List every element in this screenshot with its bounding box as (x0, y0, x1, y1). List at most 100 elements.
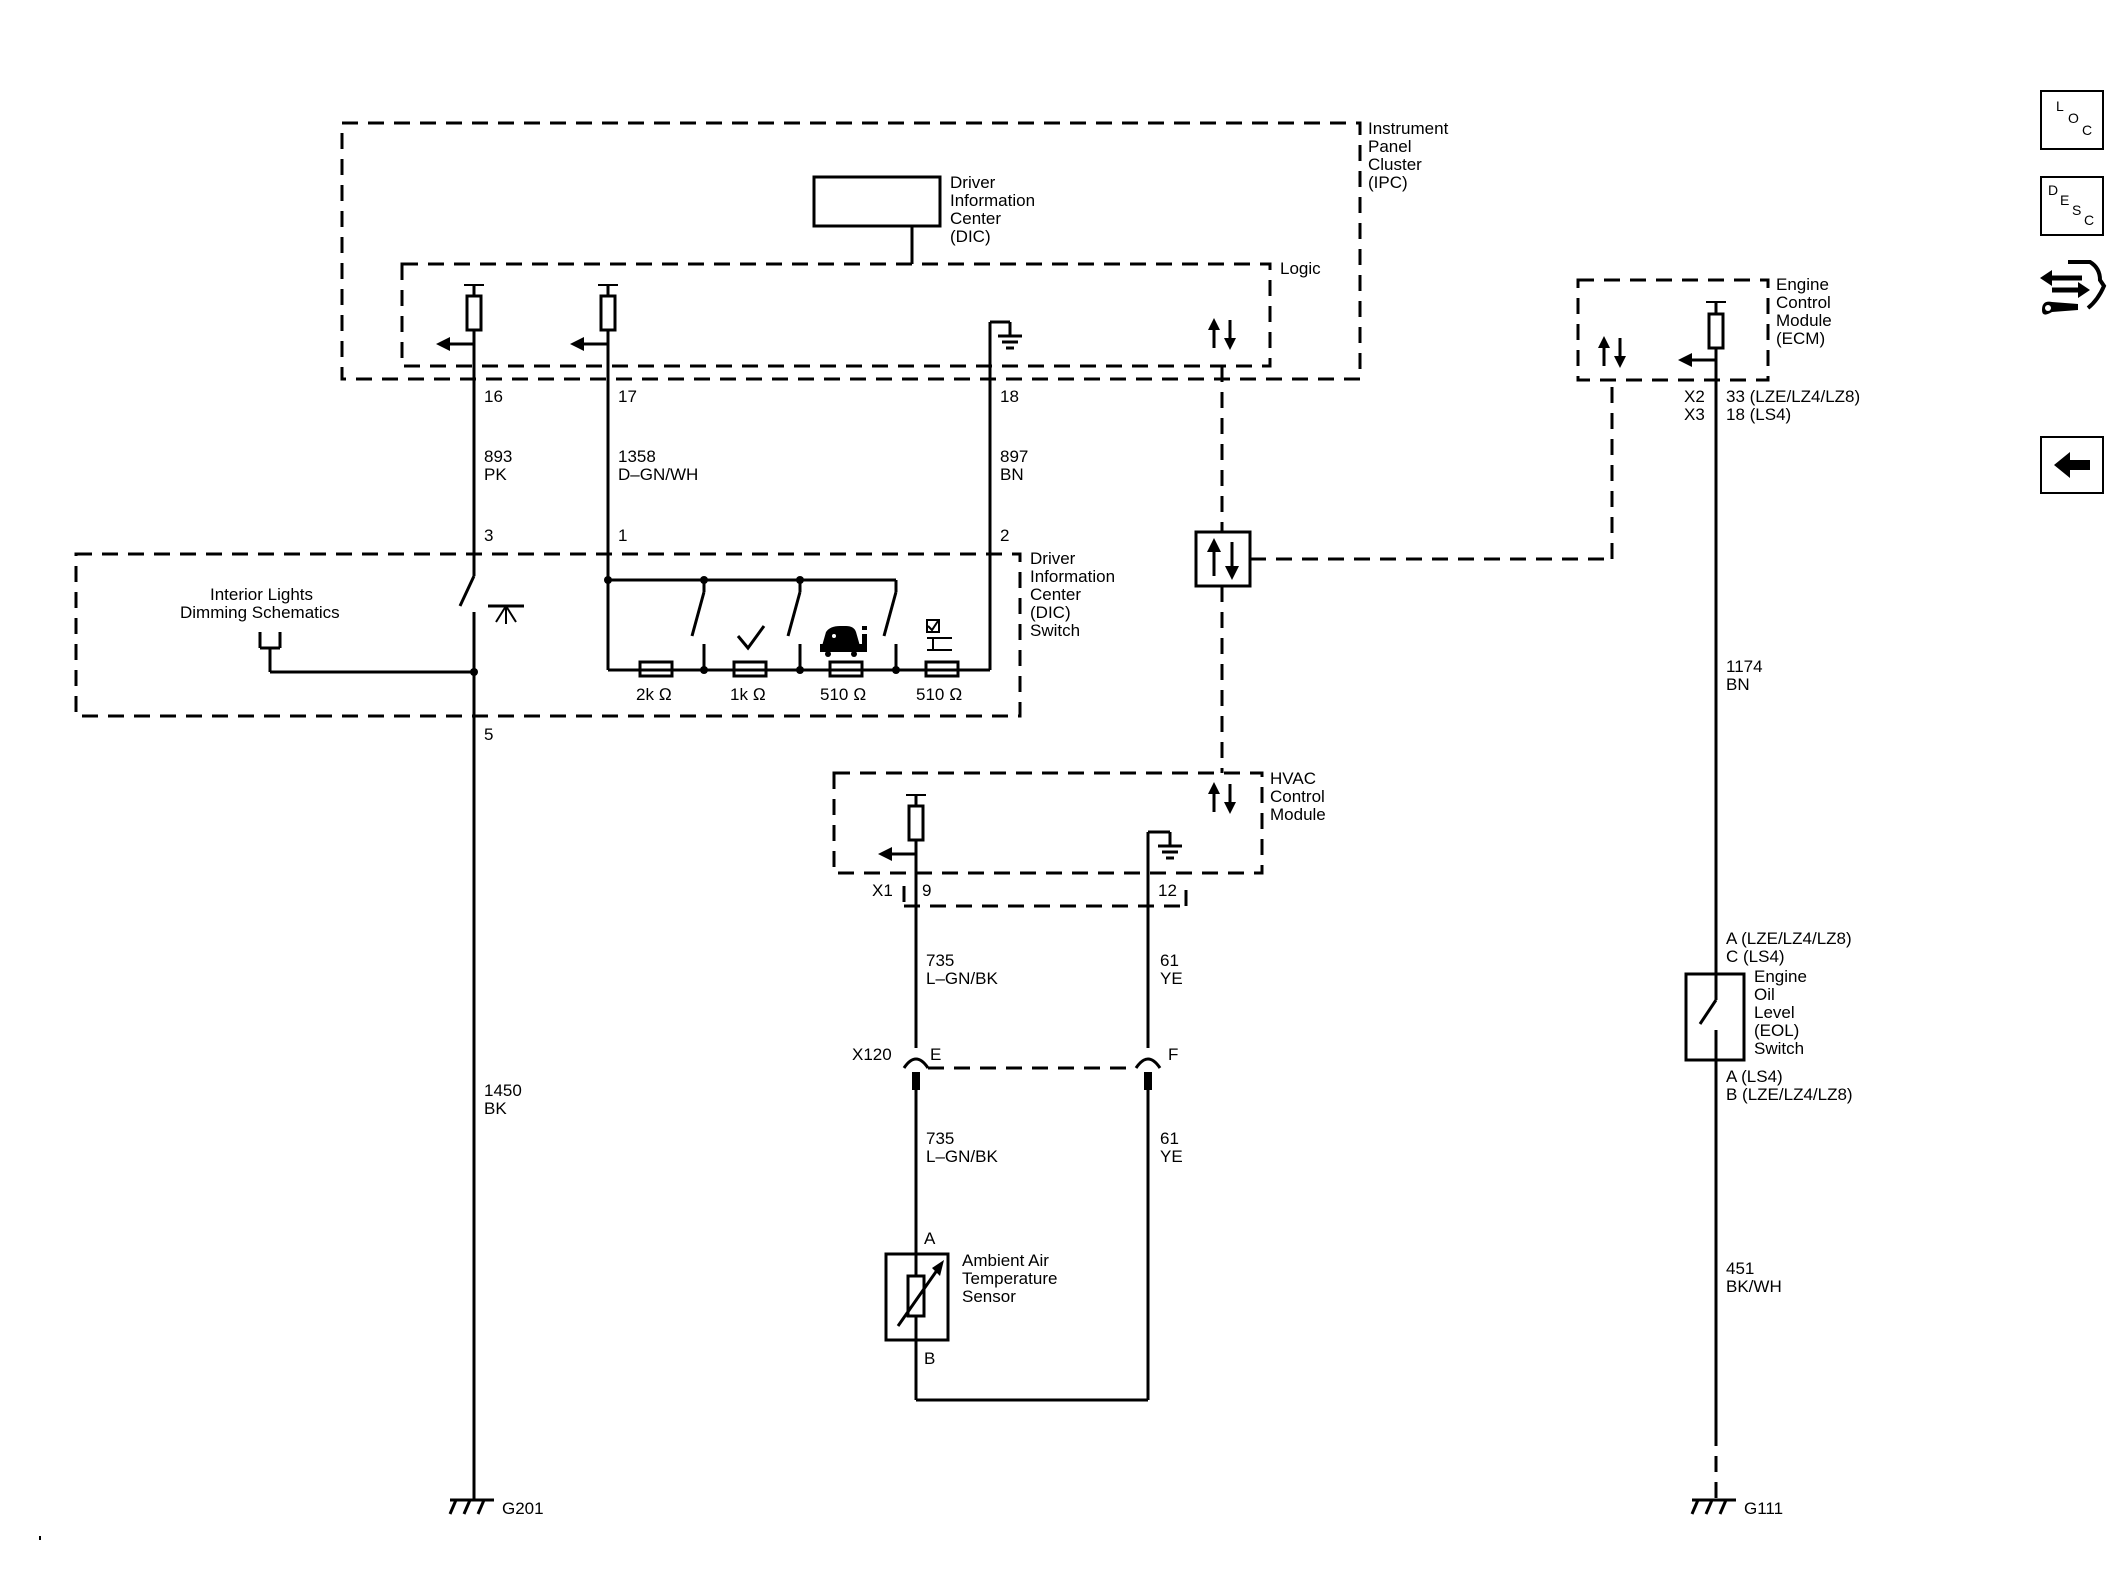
hvac-label-1: HVAC (1270, 769, 1316, 788)
wire-451-color: BK/WH (1726, 1277, 1782, 1296)
eol-label-5: Switch (1754, 1039, 1804, 1058)
ipc-pullup-16 (436, 284, 484, 351)
dic-switch-label-4: (DIC) (1030, 603, 1071, 622)
wire-1358-color: D–GN/WH (618, 465, 698, 484)
wire-897-circuit: 897 (1000, 447, 1028, 466)
desc-letter-1: D (2048, 182, 2059, 198)
ecm-label-1: Engine (1776, 275, 1829, 294)
pin-17: 17 (618, 387, 637, 406)
hvac-label-3: Module (1270, 805, 1326, 824)
eol-label-1: Engine (1754, 967, 1807, 986)
ambient-label-3: Sensor (962, 1287, 1016, 1306)
eol-label-2: Oil (1754, 985, 1775, 1004)
ipc-label-3: Cluster (1368, 155, 1422, 174)
pin-16: 16 (484, 387, 503, 406)
wire-893-color: PK (484, 465, 507, 484)
wire-893-circuit: 893 (484, 447, 512, 466)
loc-letter-3: C (2082, 122, 2093, 138)
desc-letter-3: S (2072, 202, 2082, 218)
dic-switch-label-3: Center (1030, 585, 1081, 604)
eol-pin-bot-1: A (LS4) (1726, 1067, 1783, 1086)
eol-label-3: Level (1754, 1003, 1795, 1022)
ground-g201-icon (448, 1498, 494, 1515)
resistor-2-value: 1k Ω (730, 685, 766, 704)
wire-451-circuit: 451 (1726, 1259, 1754, 1278)
sensor-pin-b: B (924, 1349, 935, 1368)
x120-pin-e: E (930, 1045, 941, 1064)
ecm-serial-data-icon (1598, 336, 1626, 368)
dic-display-box (812, 175, 942, 228)
ecm-label-2: Control (1776, 293, 1831, 312)
x120-label: X120 (852, 1045, 892, 1064)
serial-data-gateway-icon (1194, 530, 1252, 588)
x120-connector (902, 1057, 1162, 1090)
pin-2: 2 (1000, 526, 1009, 545)
resistor-1-value: 2k Ω (636, 685, 672, 704)
wire-1450-circuit: 1450 (484, 1081, 522, 1100)
ipc-label-1: Instrument (1368, 119, 1449, 138)
back-button[interactable] (2040, 436, 2104, 494)
wire-1358-circuit: 1358 (618, 447, 656, 466)
ground-g111-icon (1690, 1498, 1736, 1515)
wire-1450-color: BK (484, 1099, 507, 1118)
dic-label-4: (DIC) (950, 227, 991, 246)
wire-61-color-a: YE (1160, 969, 1183, 988)
eol-pin-top-1: A (LZE/LZ4/LZ8) (1726, 929, 1852, 948)
ecm-label-3: Module (1776, 311, 1832, 330)
logic-boundary (400, 262, 1272, 368)
eol-pin-top-2: C (LS4) (1726, 947, 1785, 966)
wire-1174-color: BN (1726, 675, 1750, 694)
loc-letter-2: O (2068, 110, 2079, 126)
desc-letter-4: C (2084, 212, 2095, 228)
pin-5: 5 (484, 725, 493, 744)
interior-lights-label-2: Dimming Schematics (180, 603, 340, 622)
ambient-temp-sensor (884, 1252, 950, 1342)
ipc-ground-18 (990, 320, 1022, 350)
wire-735-color-b: L–GN/BK (926, 1147, 998, 1166)
hvac-conn-x1: X1 (872, 881, 893, 900)
hvac-pin-9: 9 (922, 881, 931, 900)
resistor-3-value: 510 Ω (820, 685, 866, 704)
location-button[interactable]: L O C (2040, 90, 2104, 150)
eol-pin-bot-2: B (LZE/LZ4/LZ8) (1726, 1085, 1853, 1104)
wire-61-color-b: YE (1160, 1147, 1183, 1166)
ecm-conn-x3: X3 (1684, 405, 1705, 424)
connector-wrench-icon[interactable] (2038, 256, 2108, 332)
ecm-label-4: (ECM) (1776, 329, 1825, 348)
ecm-conn-x2: X2 (1684, 387, 1705, 406)
ambient-label-2: Temperature (962, 1269, 1057, 1288)
ecm-pin-a: 33 (LZE/LZ4/LZ8) (1726, 387, 1860, 406)
desc-letter-2: E (2060, 192, 2070, 208)
wire-735-circuit-a: 735 (926, 951, 954, 970)
hvac-boundary (832, 771, 1264, 875)
hvac-pullup (878, 794, 926, 861)
ipc-boundary (340, 121, 1362, 381)
sensor-pin-a: A (924, 1229, 936, 1248)
x120-pin-f: F (1168, 1045, 1178, 1064)
dic-switch-boundary (74, 552, 1022, 718)
ambient-label-1: Ambient Air (962, 1251, 1049, 1270)
logic-label: Logic (1280, 259, 1321, 278)
eol-switch (1684, 972, 1746, 1062)
pin-3: 3 (484, 526, 493, 545)
dic-label-1: Driver (950, 173, 996, 192)
description-button[interactable]: D E S C (2040, 176, 2104, 236)
wire-735-circuit-b: 735 (926, 1129, 954, 1148)
vehicle-info-icon (820, 626, 867, 657)
wire-1174-circuit: 1174 (1726, 657, 1763, 676)
ecm-boundary (1576, 278, 1770, 382)
menu-select-icon (926, 619, 952, 651)
back-arrow-icon (2054, 452, 2090, 478)
hvac-pin-12: 12 (1158, 881, 1177, 900)
pin-18: 18 (1000, 387, 1019, 406)
ground-g201-label: G201 (502, 1499, 544, 1518)
resistor-4-value: 510 Ω (916, 685, 962, 704)
loc-letter-1: L (2056, 98, 2064, 114)
interior-lights-connector (258, 632, 478, 676)
ipc-serial-data-icon (1208, 318, 1236, 350)
ipc-label-4: (IPC) (1368, 173, 1408, 192)
hvac-ground (1148, 830, 1182, 860)
ecm-pin-b: 18 (LS4) (1726, 405, 1791, 424)
wire-897-color: BN (1000, 465, 1024, 484)
